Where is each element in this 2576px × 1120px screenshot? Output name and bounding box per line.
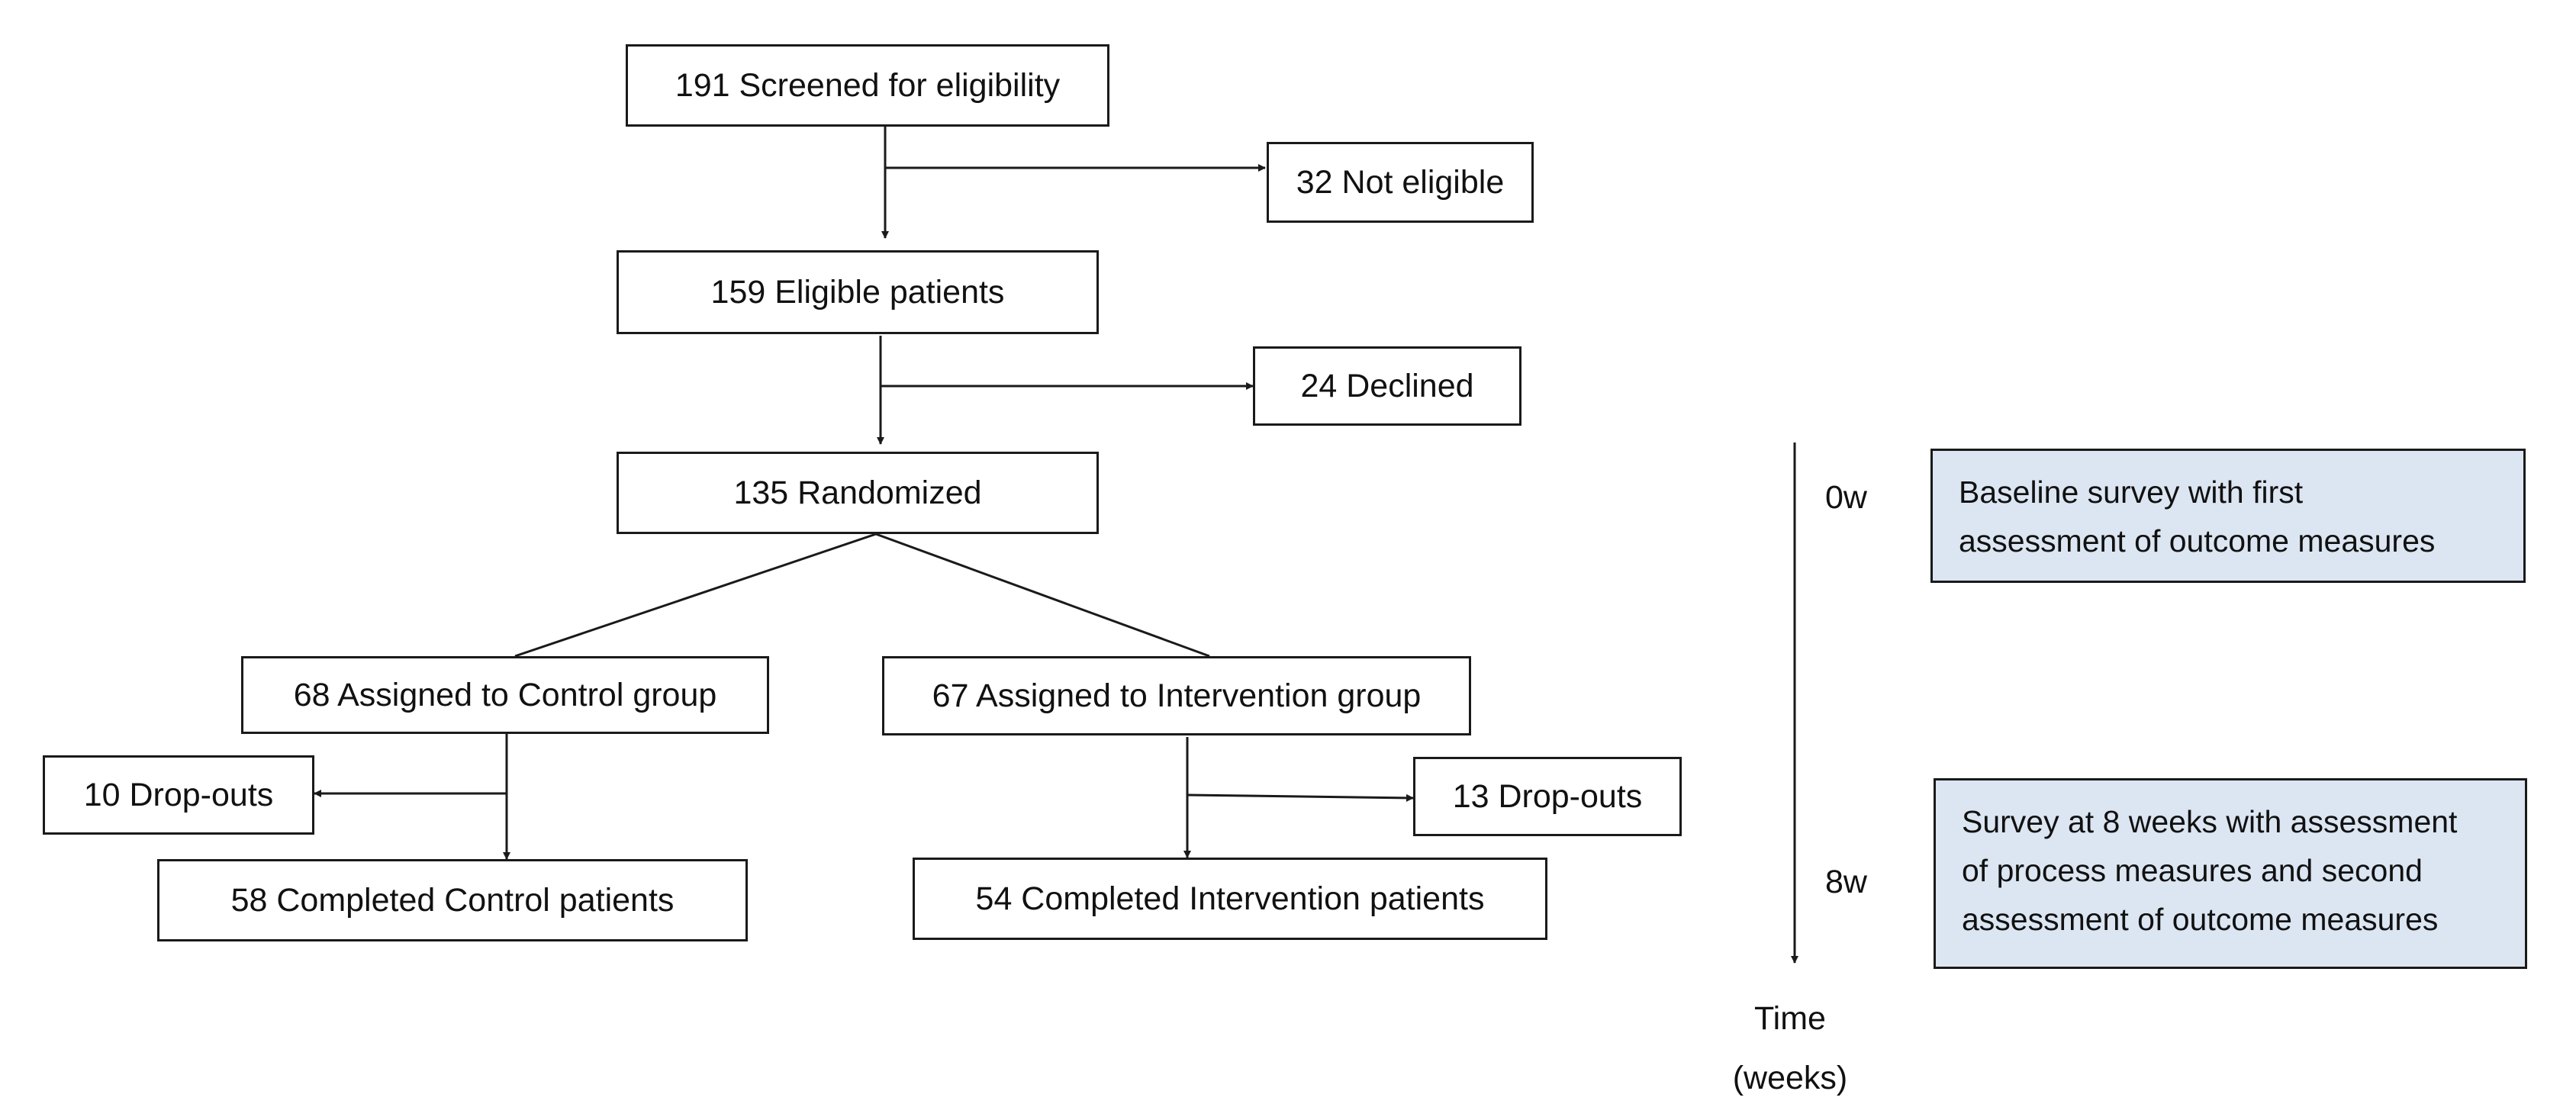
control-dropouts-box: 10 Drop-outs bbox=[43, 755, 314, 835]
line-randomized-to-intervention bbox=[875, 533, 1210, 658]
arrow-to-intervention-dropouts bbox=[1187, 793, 1414, 802]
control-dropouts-label: 10 Drop-outs bbox=[83, 776, 274, 813]
time-axis-label-line2: (weeks) bbox=[1732, 1060, 1848, 1096]
week-8-survey-note: Survey at 8 weeks with assessment of pro… bbox=[1934, 778, 2527, 969]
control-completed-box: 58 Completed Control patients bbox=[157, 859, 748, 941]
line-randomized-to-control bbox=[514, 533, 877, 658]
week-0-label: 0w bbox=[1825, 479, 1867, 516]
control-assigned-box: 68 Assigned to Control group bbox=[241, 656, 769, 734]
eligible-label: 159 Eligible patients bbox=[710, 273, 1005, 311]
baseline-survey-note: Baseline survey with first assessment of… bbox=[1930, 449, 2526, 583]
intervention-dropouts-box: 13 Drop-outs bbox=[1413, 757, 1682, 836]
declined-label: 24 Declined bbox=[1300, 367, 1474, 404]
time-axis-label: Time (weeks) bbox=[1699, 989, 1882, 1108]
intervention-dropouts-label: 13 Drop-outs bbox=[1452, 777, 1643, 815]
intervention-assigned-box: 67 Assigned to Intervention group bbox=[882, 656, 1471, 735]
eligible-box: 159 Eligible patients bbox=[617, 250, 1099, 334]
intervention-completed-label: 54 Completed Intervention patients bbox=[975, 880, 1485, 917]
control-completed-label: 58 Completed Control patients bbox=[230, 881, 675, 919]
screened-label: 191 Screened for eligibility bbox=[675, 66, 1061, 104]
screened-box: 191 Screened for eligibility bbox=[626, 44, 1109, 127]
randomized-box: 135 Randomized bbox=[617, 452, 1099, 534]
not-eligible-box: 32 Not eligible bbox=[1267, 142, 1534, 223]
control-assigned-label: 68 Assigned to Control group bbox=[293, 676, 717, 713]
randomized-label: 135 Randomized bbox=[733, 474, 982, 511]
declined-box: 24 Declined bbox=[1253, 346, 1521, 426]
intervention-completed-box: 54 Completed Intervention patients bbox=[913, 858, 1547, 940]
time-axis-label-line1: Time bbox=[1754, 1000, 1826, 1037]
week-8-label: 8w bbox=[1825, 864, 1867, 900]
intervention-assigned-label: 67 Assigned to Intervention group bbox=[932, 677, 1422, 714]
not-eligible-label: 32 Not eligible bbox=[1296, 163, 1505, 201]
